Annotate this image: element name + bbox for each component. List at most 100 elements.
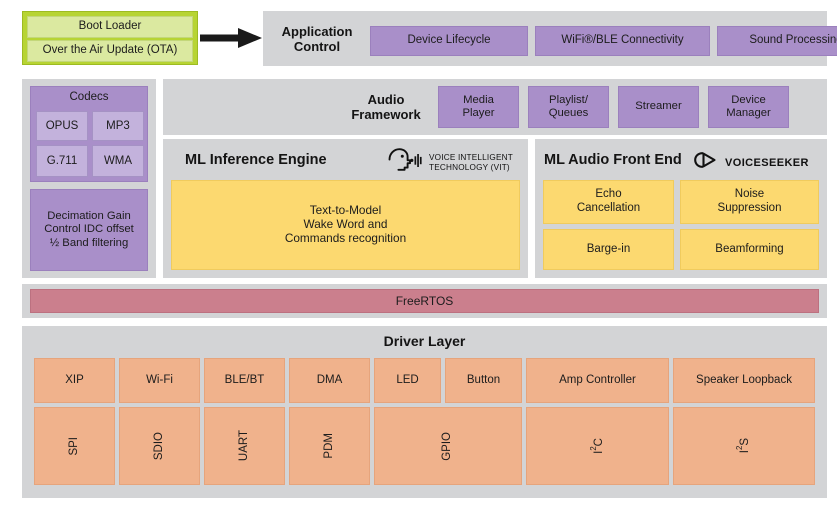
ml-inference-engine-panel: ML Inference Engine VOICE INTELLIGENT TE… [163,139,528,278]
codec-wma-label: WMA [103,155,133,167]
driver-spi-label: SPI [67,436,80,456]
codecs-panel: Codecs OPUS MP3 G.711 WMA Decimation Gai… [22,79,156,278]
boot-loader-box: Boot Loader [27,16,193,38]
mafe-noise-line1: Noise [734,188,765,201]
audio-framework-panel: Audio Framework Media Player Playlist/ Q… [163,79,827,135]
arrow-right-icon [200,26,262,50]
vit-logo-text: VOICE INTELLIGENT TECHNOLOGY (VIT) [429,153,513,172]
mafe-noise-line2: Suppression [717,202,782,214]
application-control-title-line1: Application [281,24,353,39]
codecs-title: Codecs [69,91,109,103]
codec-opus-label: OPUS [45,120,79,132]
ml-inference-engine-title: ML Inference Engine [185,152,327,168]
driver-uart-label: UART [237,430,250,462]
application-control-title-line2: Control [293,39,341,55]
codecs-dsp-line1: Decimation Gain [47,210,131,222]
app-item-wifi-ble[interactable]: WiFi®/BLE Connectivity [535,26,710,56]
ml-audio-front-end-title: ML Audio Front End [544,152,682,168]
driver-xip-label: XIP [65,373,84,386]
codec-opus[interactable]: OPUS [36,111,88,141]
audio-framework-title: Audio Framework [331,92,441,123]
ml-inference-line1: Text-to-Model [309,203,382,218]
driver-gpio[interactable]: GPIO [374,407,522,485]
driver-led[interactable]: LED [374,358,441,403]
driver-spi[interactable]: SPI [34,407,115,485]
mafe-noise-suppression[interactable]: Noise Suppression [680,180,819,224]
driver-sdio[interactable]: SDIO [119,407,200,485]
mafe-barge-in-label: Barge-in [586,242,631,255]
af-playlist-queues-line1: Playlist/ [549,93,588,106]
boot-loader-group: Boot Loader Over the Air Update (OTA) [22,11,198,65]
driver-i2s[interactable]: I2S [673,407,815,485]
driver-button-label: Button [466,373,501,386]
head-soundwave-icon [385,145,425,180]
vit-logo: VOICE INTELLIGENT TECHNOLOGY (VIT) [385,145,513,180]
codecs-group: Codecs OPUS MP3 G.711 WMA [30,86,148,182]
app-item-device-lifecycle-label: Device Lifecycle [407,34,491,47]
freertos-bar[interactable]: FreeRTOS [30,289,819,313]
mafe-echo-line2: Cancellation [576,202,641,214]
driver-pdm[interactable]: PDM [289,407,370,485]
driver-ble-bt[interactable]: BLE/BT [204,358,285,403]
driver-uart[interactable]: UART [204,407,285,485]
af-device-manager[interactable]: Device Manager [708,86,789,128]
driver-i2c-label: I2C [588,438,605,454]
app-item-device-lifecycle[interactable]: Device Lifecycle [370,26,528,56]
driver-speaker-loopback-label: Speaker Loopback [696,373,792,386]
codec-g711[interactable]: G.711 [36,145,88,177]
af-media-player-line1: Media [463,93,494,106]
vit-logo-line1: VOICE INTELLIGENT [429,152,513,162]
codec-g711-label: G.711 [46,155,78,167]
ml-inference-content-box[interactable]: Text-to-Model Wake Word and Commands rec… [171,180,520,270]
freertos-label: FreeRTOS [395,293,454,308]
driver-i2c[interactable]: I2C [526,407,669,485]
af-streamer-line1: Streamer [635,100,682,113]
codec-mp3[interactable]: MP3 [92,111,144,141]
mafe-beamforming-label: Beamforming [715,242,784,255]
boot-loader-label: Boot Loader [78,20,142,33]
ota-update-label: Over the Air Update (OTA) [42,44,178,57]
mafe-beamforming[interactable]: Beamforming [680,229,819,270]
app-item-sound-processing[interactable]: Sound Processing [717,26,837,56]
app-item-wifi-ble-label: WiFi®/BLE Connectivity [561,34,684,47]
voiceseeker-icon [693,151,723,174]
driver-amp-controller[interactable]: Amp Controller [526,358,669,403]
vit-logo-line2: TECHNOLOGY (VIT) [429,162,510,172]
af-media-player-line2: Player [462,107,495,119]
driver-ble-bt-label: BLE/BT [224,373,265,386]
codecs-dsp-block[interactable]: Decimation Gain Control IDC offset ½ Ban… [30,189,148,271]
audio-framework-title-line2: Framework [351,107,421,123]
mafe-barge-in[interactable]: Barge-in [543,229,674,270]
driver-xip[interactable]: XIP [34,358,115,403]
driver-layer-panel: Driver Layer XIP Wi-Fi BLE/BT DMA LED Bu… [22,326,827,498]
driver-wifi[interactable]: Wi-Fi [119,358,200,403]
ml-audio-front-end-panel: ML Audio Front End VOICESEEKER Echo Canc… [535,139,827,278]
freertos-panel: FreeRTOS [22,284,827,318]
ml-inference-line2: Wake Word and [303,217,388,232]
codecs-dsp-line3: ½ Band filtering [49,236,129,249]
application-control-panel: Application Control Device Lifecycle WiF… [263,11,837,66]
driver-speaker-loopback[interactable]: Speaker Loopback [673,358,815,403]
af-media-player[interactable]: Media Player [438,86,519,128]
driver-pdm-label: PDM [322,433,335,459]
driver-dma-label: DMA [316,373,343,386]
driver-layer-title: Driver Layer [383,333,466,349]
driver-button[interactable]: Button [445,358,522,403]
af-device-manager-line1: Device [731,93,766,106]
driver-led-label: LED [396,373,419,386]
af-playlist-queues-line2: Queues [548,107,589,119]
driver-i2s-label: I2S [735,438,752,454]
driver-sdio-label: SDIO [152,431,165,461]
af-playlist-queues[interactable]: Playlist/ Queues [528,86,609,128]
application-control-title: Application Control [271,24,363,55]
codecs-dsp-line2: Control IDC offset [44,223,134,236]
af-device-manager-line2: Manager [726,107,771,119]
ota-update-box: Over the Air Update (OTA) [27,40,193,62]
codec-wma[interactable]: WMA [92,145,144,177]
driver-dma[interactable]: DMA [289,358,370,403]
ml-inference-line3: Commands recognition [284,230,407,245]
af-streamer[interactable]: Streamer [618,86,699,128]
voiceseeker-logo-text: VOICESEEKER [725,156,809,169]
mafe-echo-cancellation[interactable]: Echo Cancellation [543,180,674,224]
